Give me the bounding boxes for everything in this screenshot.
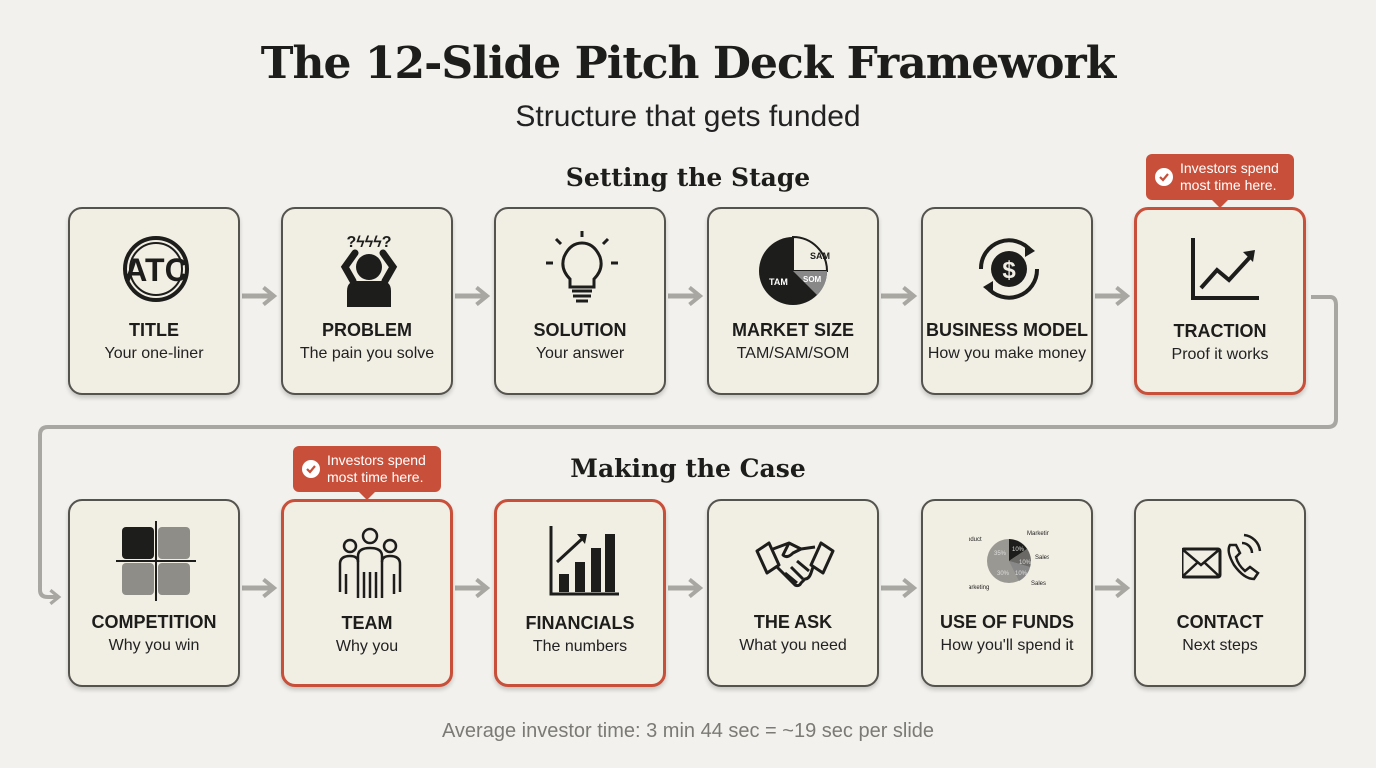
slide-name: TRACTION (1173, 321, 1267, 341)
slide-name: COMPETITION (91, 612, 217, 632)
frustrated-person-icon: ?ϟϟϟ? (340, 234, 398, 307)
section-heading-setting-stage: Setting the Stage (565, 163, 811, 192)
svg-text:35%: 35% (994, 551, 1007, 557)
svg-text:Sales: Sales (1031, 581, 1046, 587)
callout-line-1: Investors spend (327, 452, 426, 468)
dollar-cycle-icon: $ (978, 238, 1040, 300)
page-title: The 12-Slide Pitch Deck Framework (260, 38, 1116, 89)
slide-card-team: TEAM Why you (281, 499, 453, 687)
bar-chart-icon (549, 526, 619, 596)
svg-text:30%: 30% (997, 571, 1010, 577)
row-connector-arrow (38, 295, 1338, 597)
section-heading-making-case: Making the Case (570, 454, 806, 483)
quadrant-icon (116, 521, 196, 601)
svg-text:$: $ (1002, 257, 1016, 284)
svg-text:?ϟϟϟ?: ?ϟϟϟ? (347, 234, 392, 251)
slide-card-market-size: SAM SOM TAM MARKET SIZE TAM/SAM/SOM (707, 207, 879, 395)
svg-text:10%: 10% (1015, 571, 1028, 577)
slide-description: What you need (739, 637, 847, 654)
slide-card-the-ask: THE ASK What you need (707, 499, 879, 687)
svg-text:Marketing: Marketing (1027, 531, 1049, 537)
slide-description: The pain you solve (299, 345, 435, 362)
svg-text:SAM: SAM (810, 251, 830, 261)
svg-text:10%: 10% (1012, 547, 1025, 553)
svg-text:Product: Product (969, 537, 982, 543)
slide-name: USE OF FUNDS (939, 612, 1074, 632)
check-circle-icon (302, 460, 320, 478)
logo-monogram-icon: ATC (123, 236, 189, 302)
handshake-icon (755, 541, 835, 588)
callout-line-1: Investors spend (1180, 160, 1279, 176)
slide-name: TITLE (129, 320, 179, 340)
page-subtitle: Structure that gets funded (515, 100, 861, 133)
check-circle-icon (1155, 168, 1173, 186)
slide-description: The numbers (532, 638, 628, 655)
slide-card-use-of-funds: ProductMarketingSalesSalesMarketing35%10… (921, 499, 1093, 687)
slide-description: TAM/SAM/SOM (736, 345, 850, 362)
slide-description: How you'll spend it (940, 637, 1074, 654)
slide-name: TEAM (341, 613, 393, 633)
slide-description: Why you (335, 638, 399, 655)
slide-card-solution: SOLUTION Your answer (494, 207, 666, 395)
svg-text:TAM: TAM (769, 277, 788, 287)
slide-description: Proof it works (1171, 346, 1269, 363)
svg-text:Marketing: Marketing (969, 585, 989, 591)
slide-description: Your one-liner (104, 345, 204, 362)
slide-card-business-model: $ BUSINESS MODEL How you make money (921, 207, 1093, 395)
slide-name: FINANCIALS (525, 613, 635, 633)
team-icon (338, 527, 402, 598)
investor-attention-callout: Investors spend most time here. (1146, 154, 1294, 208)
slide-card-title: ATC TITLE Your one-liner (68, 207, 240, 395)
slide-card-problem: ?ϟϟϟ? PROBLEM The pain you solve (281, 207, 453, 395)
callout-line-2: most time here. (1180, 177, 1277, 193)
slide-description: Your answer (535, 345, 625, 362)
slide-name: PROBLEM (322, 320, 412, 340)
slide-card-traction: TRACTION Proof it works (1134, 207, 1306, 395)
pie-chart-icon: SAM SOM TAM (759, 235, 830, 305)
slide-card-financials: FINANCIALS The numbers (494, 499, 666, 687)
slide-description: Why you win (108, 637, 200, 654)
slide-description: How you make money (927, 345, 1087, 362)
svg-text:SOM: SOM (803, 275, 822, 284)
slide-name: MARKET SIZE (731, 320, 854, 340)
slide-name: THE ASK (753, 612, 833, 632)
trend-up-chart-icon (1191, 238, 1259, 300)
callout-line-2: most time here. (327, 469, 424, 485)
svg-text:ATC: ATC (124, 252, 187, 288)
funds-pie-icon: ProductMarketingSalesSalesMarketing35%10… (969, 531, 1049, 591)
investor-attention-callout: Investors spend most time here. (293, 446, 441, 500)
slide-card-competition: COMPETITION Why you win (68, 499, 240, 687)
slide-name: BUSINESS MODEL (925, 320, 1089, 340)
slide-name: SOLUTION (533, 320, 627, 340)
slide-card-contact: CONTACT Next steps (1134, 499, 1306, 687)
envelope-phone-icon (1182, 533, 1262, 581)
lightbulb-icon (546, 231, 618, 303)
svg-text:Sales: Sales (1035, 555, 1049, 561)
slide-name: CONTACT (1176, 612, 1264, 632)
svg-text:10%: 10% (1019, 560, 1032, 566)
slide-description: Next steps (1182, 637, 1258, 654)
footer-note: Average investor time: 3 min 44 sec = ~1… (441, 720, 935, 742)
